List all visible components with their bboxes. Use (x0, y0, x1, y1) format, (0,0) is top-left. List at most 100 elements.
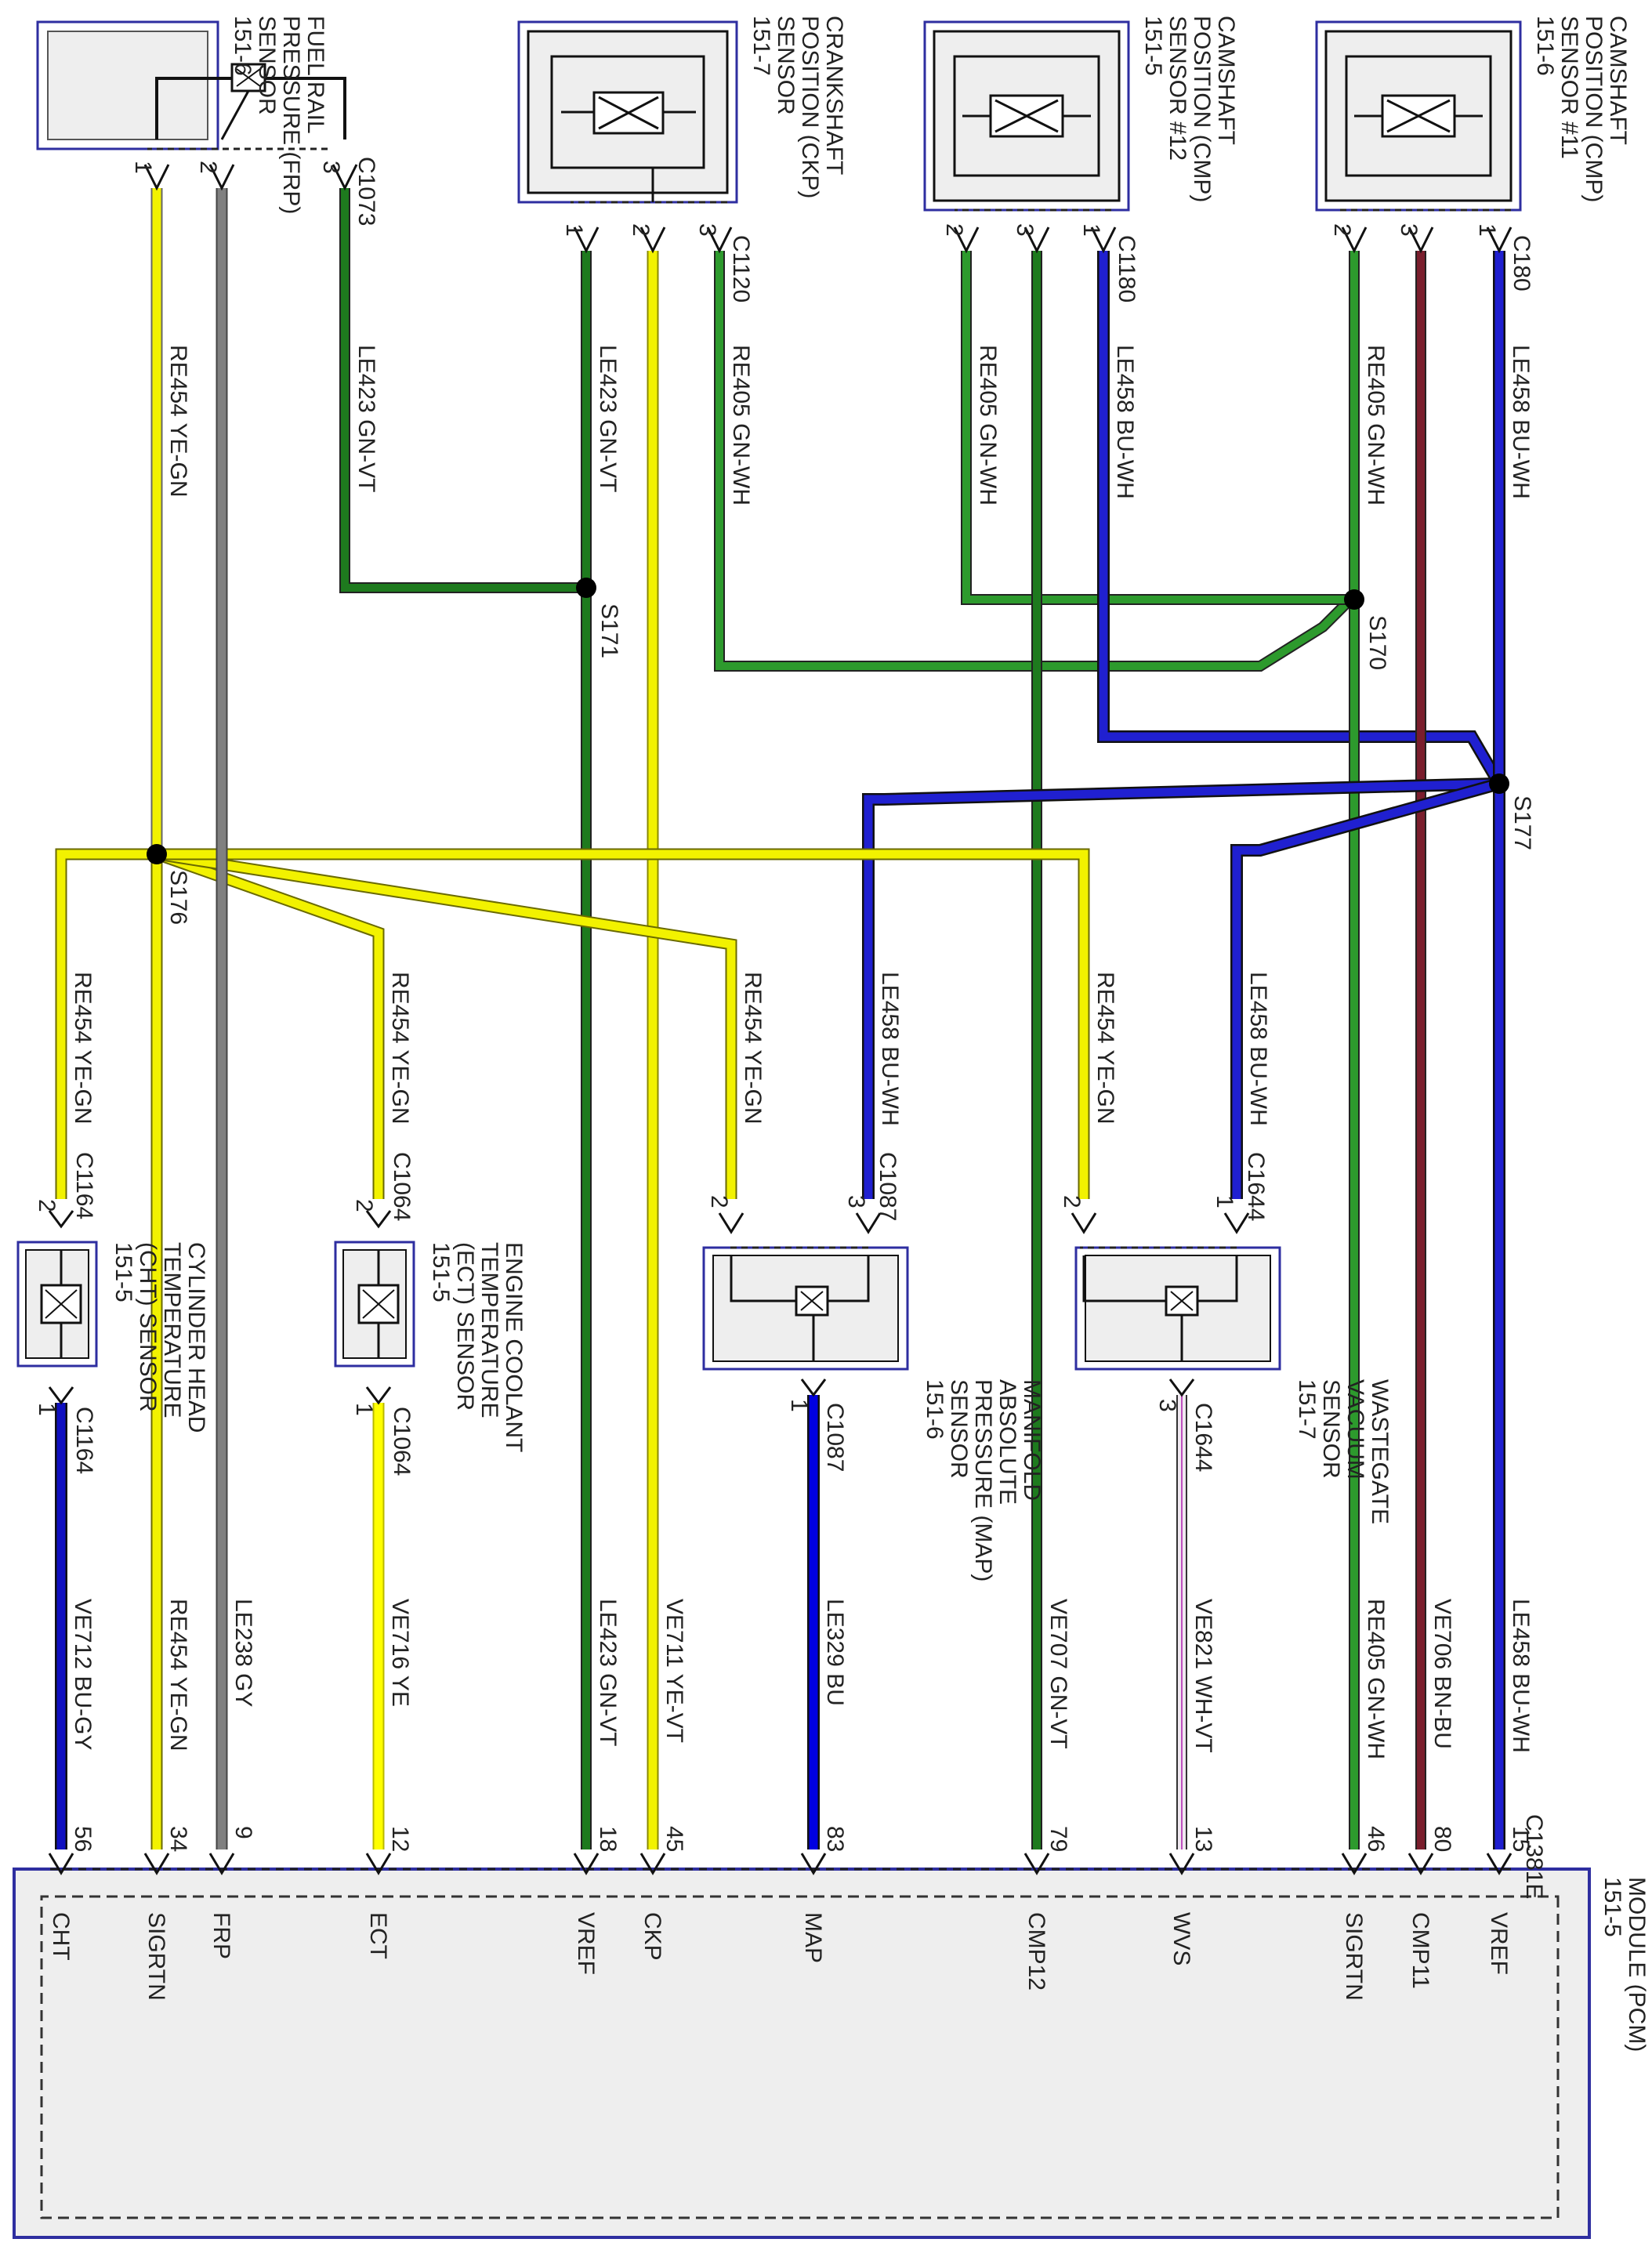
pcm-pin-frp: 9 (230, 1826, 256, 1839)
splice-label: S177 (1509, 795, 1535, 850)
pcm-connector: C1381E (1521, 1814, 1547, 1899)
ect-sensor[interactable] (334, 1241, 415, 1368)
wire-s177-to-map3 (862, 777, 1500, 1199)
frp-pin: 2 (195, 161, 221, 174)
frp-pin: 1 (130, 161, 156, 174)
pcm-wire-label-cmp12: VE707 GN-VT (1045, 1599, 1071, 1749)
pcm-label: 151-5 (1599, 1877, 1625, 1937)
cmp11-pin: 1 (1474, 223, 1500, 237)
ect-label: 151-5 (428, 1242, 454, 1302)
wire-label-cmp11-2: RE405 GN-WH (1363, 345, 1389, 505)
splice-s171 (576, 578, 596, 598)
map-pin-top: 2 (706, 1195, 732, 1208)
wire-label-frp1: RE454 YE-GN (165, 345, 191, 498)
pcm-signal-ect: ECT (365, 1912, 391, 1959)
ect-pin-top: 2 (351, 1199, 377, 1212)
wire-cmp12-pin1 (1097, 251, 1505, 788)
wvs-pin-top: 1 (1212, 1195, 1237, 1208)
pcm-wire-label-cmp11: VE706 BN-BU (1429, 1599, 1455, 1749)
pcm-pin-map: 83 (822, 1826, 848, 1852)
ckp-label: CRANKSHAFT (821, 16, 847, 175)
pcm-signal-vref2: VREF (1486, 1912, 1512, 1975)
pcm-wire-label-cht: VE712 BU-GY (70, 1599, 96, 1750)
pcm-wire-label-frp: LE238 GY (230, 1599, 256, 1707)
cmp11-pin: 3 (1396, 223, 1422, 237)
wire-label-map3: LE458 BU-WH (877, 972, 903, 1126)
ect-label: (ECT) SENSOR (452, 1242, 478, 1411)
cmp11-label: POSITION (CMP) (1581, 16, 1607, 202)
cht-connector-bottom: C1164 (71, 1407, 97, 1474)
cmp11-label: SENSOR #11 (1556, 16, 1582, 159)
ckp-connector: C1120 (728, 235, 754, 303)
ckp-label: POSITION (CKP) (797, 16, 823, 198)
wire-s176-to-cht2 (55, 848, 157, 1199)
pcm-signal-cmp11: CMP11 (1407, 1912, 1433, 1989)
pcm-signal-map: MAP (800, 1912, 826, 1963)
cmp12-pin: 3 (1012, 223, 1038, 237)
splice-label: S171 (596, 603, 622, 658)
ckp-sensor[interactable] (517, 20, 738, 204)
wire-s176-to-map2 (155, 848, 737, 1199)
wire-label-frp3: LE423 GN-VT (353, 345, 379, 492)
splice-s177 (1489, 773, 1509, 794)
pcm-module[interactable] (13, 1868, 1591, 2239)
wire-s176-to-wvs2 (157, 848, 1090, 1199)
wire-label-cmp12-2: RE405 GN-WH (975, 345, 1001, 505)
pcm-wire-label-vref1: LE423 GN-VT (595, 1599, 621, 1746)
cht-label: 151-5 (110, 1242, 136, 1302)
pcm-pin-sigrtn1: 34 (165, 1826, 191, 1852)
cmp11-label: 151-6 (1532, 16, 1558, 76)
pcm-wire-label-vref2: LE458 BU-WH (1508, 1599, 1534, 1753)
cmp12-label: POSITION (CMP) (1189, 16, 1215, 202)
wire-frp-pin3 (339, 188, 586, 593)
pcm-signal-frp: FRP (208, 1912, 234, 1959)
frp-label: FUEL RAIL (303, 16, 328, 134)
wire-label-ckp3: RE405 GN-WH (728, 345, 754, 505)
wvs-label: SENSOR (1318, 1379, 1344, 1479)
map-sensor[interactable] (702, 1246, 909, 1371)
cht-sensor[interactable] (16, 1241, 98, 1368)
map-pin-bottom: 1 (786, 1399, 812, 1412)
ckp-pin: 2 (628, 223, 654, 237)
pcm-wire-label-map: LE329 BU (822, 1599, 848, 1706)
wire-label-ect2: RE454 YE-GN (387, 972, 413, 1125)
cmp12-label: SENSOR #12 (1165, 16, 1190, 161)
wire-label-ckp1: LE423 GN-VT (595, 345, 621, 492)
cmp12-sensor[interactable] (923, 20, 1130, 212)
wvs-label: VACUUM (1342, 1379, 1368, 1480)
frp-pin: 3 (318, 161, 344, 174)
wvs-connector-top: C1644 (1243, 1152, 1269, 1221)
wire-ckp-pin3 (714, 251, 1358, 672)
cht-label: TEMPERATURE (159, 1242, 185, 1418)
ckp-label: 151-7 (748, 16, 774, 76)
ect-connector-top: C1064 (389, 1152, 415, 1221)
frp-label: SENSOR (254, 16, 280, 115)
wvs-pin-top: 2 (1059, 1195, 1085, 1208)
splice-s170 (1344, 589, 1364, 610)
wvs-sensor[interactable] (1074, 1246, 1281, 1371)
cmp11-connector: C180 (1509, 235, 1534, 292)
cht-pin-top: 2 (34, 1199, 60, 1212)
connector-terminals (48, 164, 1513, 1875)
wire-label-wvs2: RE454 YE-GN (1092, 972, 1118, 1125)
pcm-signal-sigrtn2: SIGRTN (1341, 1912, 1367, 2001)
pcm-signal-cht: CHT (48, 1912, 74, 1961)
map-connector-top: C1087 (875, 1152, 900, 1221)
cht-label: CYLINDER HEAD (183, 1242, 209, 1433)
pcm-pin-ckp: 45 (661, 1826, 687, 1852)
ect-label: ENGINE COOLANT (501, 1242, 527, 1452)
wire-label-cmp11-1: LE458 BU-WH (1508, 345, 1534, 499)
ect-connector-bottom: C1064 (389, 1407, 415, 1476)
wvs-label: 151-7 (1294, 1379, 1320, 1440)
splice-s176 (147, 844, 167, 864)
map-label: 151-6 (922, 1379, 947, 1440)
frp-sensor[interactable] (36, 20, 346, 150)
ect-pin-bottom: 1 (351, 1403, 377, 1416)
pcm-wire-label-sigrtn2: RE405 GN-WH (1363, 1599, 1389, 1759)
cmp11-sensor[interactable] (1315, 20, 1522, 212)
ckp-pin: 3 (694, 223, 720, 237)
cmp11-label: CAMSHAFT (1605, 16, 1631, 145)
frp-label: 151-6 (230, 16, 255, 76)
cht-label: (CHT) SENSOR (135, 1242, 161, 1412)
